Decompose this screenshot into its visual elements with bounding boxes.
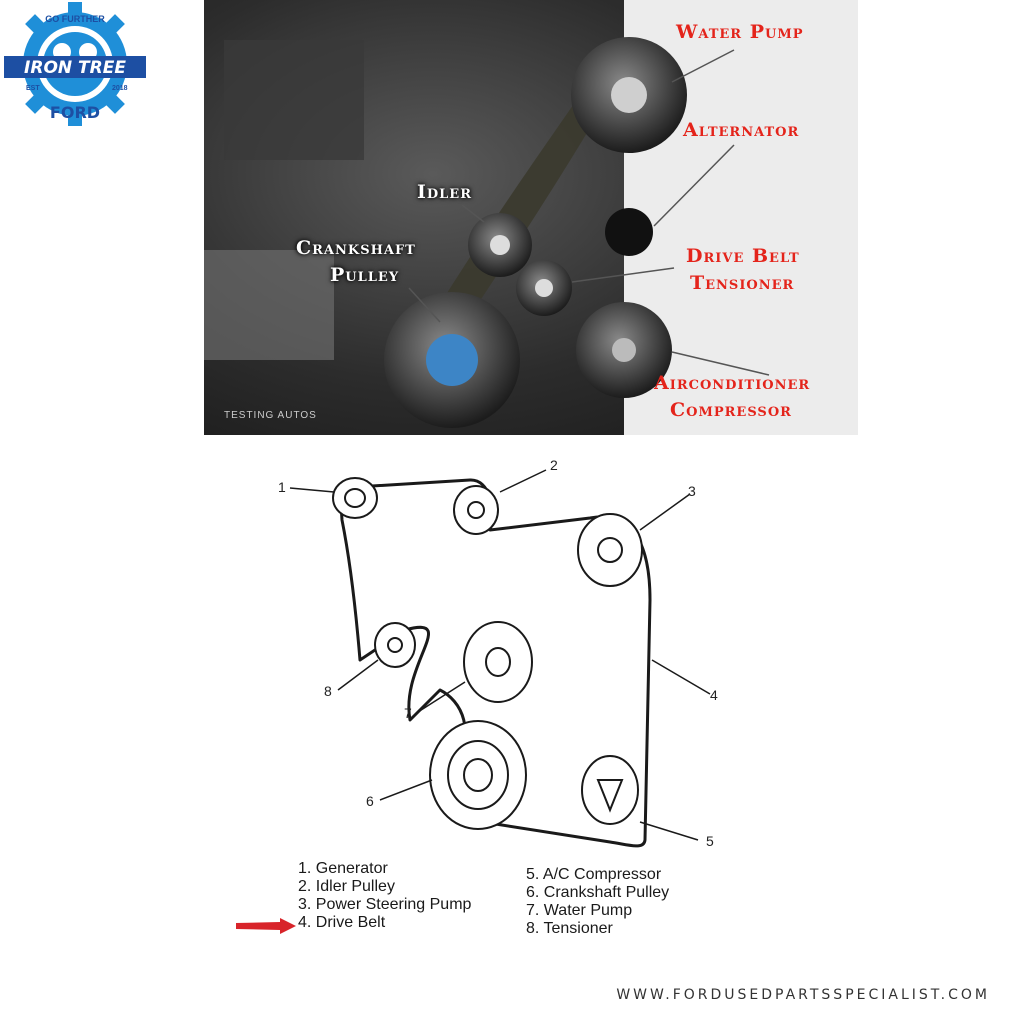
power-steering-pulley: [578, 514, 642, 586]
crankshaft-pulley-diagram: [430, 721, 526, 829]
diagram-number-5: 5: [706, 833, 714, 849]
legend-item: 3. Power Steering Pump: [298, 896, 471, 914]
engine-photo: [204, 0, 858, 435]
legend-left: 1. Generator 2. Idler Pulley 3. Power St…: [298, 860, 471, 932]
alternator-pulley: [605, 208, 653, 256]
logo-wordmark: IRON TREE: [24, 58, 126, 78]
label-water-pump: Water Pump: [676, 20, 804, 45]
label-ac-2: Compressor: [670, 398, 792, 423]
logo-tagline: GO FURTHER: [45, 14, 105, 24]
label-tensioner-2: Tensioner: [690, 271, 794, 296]
legend-item-highlighted: 4. Drive Belt: [298, 914, 471, 932]
legend-item: 7. Water Pump: [526, 902, 669, 920]
website-url: WWW.FORDUSEDPARTSSPECIALIST.COM: [616, 987, 990, 1003]
label-tensioner-1: Drive Belt: [686, 244, 800, 269]
photo-watermark: TESTING AUTOS: [224, 410, 317, 421]
label-ac-1: Airconditioner: [654, 371, 810, 396]
legend-item: 2. Idler Pulley: [298, 878, 471, 896]
diagram-number-6: 6: [366, 793, 374, 809]
diagram-number-4: 4: [710, 687, 718, 703]
legend-right: 5. A/C Compressor 6. Crankshaft Pulley 7…: [526, 866, 669, 938]
water-pump-pulley-diagram: [464, 622, 532, 702]
ac-compressor-pulley-diagram: [582, 756, 638, 824]
logo-est: EST: [26, 85, 40, 92]
label-crank-1: Crankshaft: [296, 236, 416, 261]
diagram-number-1: 1: [278, 479, 286, 495]
diagram-number-8: 8: [324, 683, 332, 699]
highlight-arrow-icon: [236, 918, 296, 934]
label-crank-2: Pulley: [330, 263, 399, 288]
logo-brand: FORD: [50, 103, 100, 122]
iron-tree-ford-logo: GO FURTHER IRON TREE EST 2018 FORD: [0, 0, 150, 128]
diagram-number-2: 2: [550, 457, 558, 473]
legend-item: 1. Generator: [298, 860, 471, 878]
legend-item: 8. Tensioner: [526, 920, 669, 938]
logo-year: 2018: [112, 85, 128, 92]
diagram-number-3: 3: [688, 483, 696, 499]
diagram-number-7: 7: [404, 705, 412, 721]
generator-pulley: [333, 478, 377, 518]
belt-routing-diagram: 1 2 3 4 5 6 7 8: [250, 450, 770, 870]
tensioner-pulley-diagram: [375, 623, 415, 667]
label-alternator: Alternator: [683, 118, 799, 143]
legend-item: 6. Crankshaft Pulley: [526, 884, 669, 902]
legend-item: 5. A/C Compressor: [526, 866, 669, 884]
label-idler: Idler: [417, 180, 472, 205]
idler-pulley-diagram: [454, 486, 498, 534]
